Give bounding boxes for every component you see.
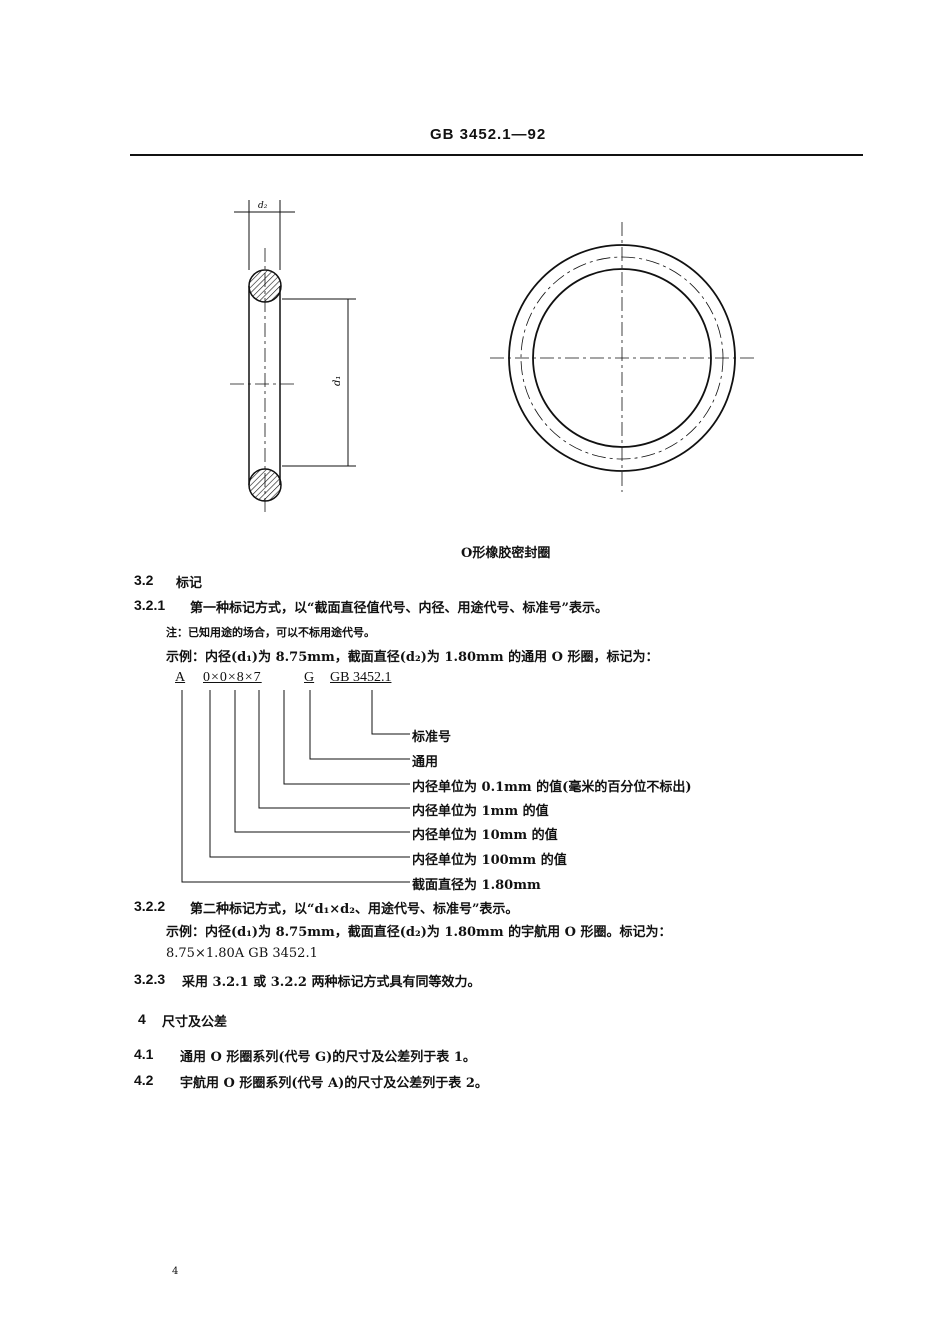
section-4-2-number: 4.2 xyxy=(134,1072,154,1088)
section-3-2-1-number: 3.2.1 xyxy=(134,597,166,613)
o-ring-side-view xyxy=(230,200,356,515)
section-3-2-title: 标记 xyxy=(176,576,203,591)
section-3-2-number: 3.2 xyxy=(134,572,154,588)
header-rule xyxy=(130,154,863,156)
marking-part-g: G xyxy=(304,670,315,685)
d1-label: d₁ xyxy=(332,376,343,386)
figure-caption: O形橡胶密封圈 xyxy=(461,546,551,561)
section-3-2-1-text: 第一种标记方式，以“截面直径值代号、内径、用途代号、标准号”表示。 xyxy=(190,601,608,616)
section-3-2-2-marking: 8.75×1.80A GB 3452.1 xyxy=(166,946,318,961)
section-3-2-1-example: 示例：内径(d₁)为 8.75mm，截面直径(d₂)为 1.80mm 的通用 O… xyxy=(166,650,659,665)
section-4-1-text: 通用 O 形圈系列(代号 G)的尺寸及公差列于表 1。 xyxy=(180,1050,476,1065)
marking-part-standard: GB 3452.1 xyxy=(330,670,392,685)
marking-part-a: A xyxy=(175,670,186,685)
d2-label: d₂ xyxy=(258,201,268,211)
standard-code-header: GB 3452.1—92 xyxy=(430,126,547,143)
section-4-title: 尺寸及公差 xyxy=(162,1015,228,1030)
section-4-1-number: 4.1 xyxy=(134,1046,154,1062)
legend-10mm: 内径单位为 10mm 的值 xyxy=(412,828,558,843)
o-ring-figure: d₂ d₁ xyxy=(230,200,756,515)
section-3-2-3-number: 3.2.3 xyxy=(134,971,166,987)
section-3-2-3-text: 采用 3.2.1 或 3.2.2 两种标记方式具有同等效力。 xyxy=(182,975,481,990)
page-number: 4 xyxy=(172,1266,179,1277)
legend-standard-number: 标准号 xyxy=(412,730,452,745)
section-3-2-1-note: 注：已知用途的场合，可以不标用途代号。 xyxy=(166,626,375,639)
section-3-2-2-example: 示例：内径(d₁)为 8.75mm，截面直径(d₂)为 1.80mm 的宇航用 … xyxy=(166,925,672,940)
section-4-2-text: 宇航用 O 形圈系列(代号 A)的尺寸及公差列于表 2。 xyxy=(180,1076,488,1091)
legend-general-use: 通用 xyxy=(412,755,439,770)
section-4-number: 4 xyxy=(138,1011,146,1027)
legend-0-1mm: 内径单位为 0.1mm 的值(毫米的百分位不标出) xyxy=(412,780,692,795)
section-3-2-2-text: 第二种标记方式，以“d₁×d₂、用途代号、标准号”表示。 xyxy=(190,902,519,917)
legend-cross-section: 截面直径为 1.80mm xyxy=(412,878,541,893)
section-3-2-2-number: 3.2.2 xyxy=(134,898,166,914)
legend-1mm: 内径单位为 1mm 的值 xyxy=(412,804,549,819)
o-ring-front-view xyxy=(490,222,756,492)
marking-part-inner-diameter: 0×0×8×7 xyxy=(203,670,262,685)
legend-100mm: 内径单位为 100mm 的值 xyxy=(412,853,567,868)
